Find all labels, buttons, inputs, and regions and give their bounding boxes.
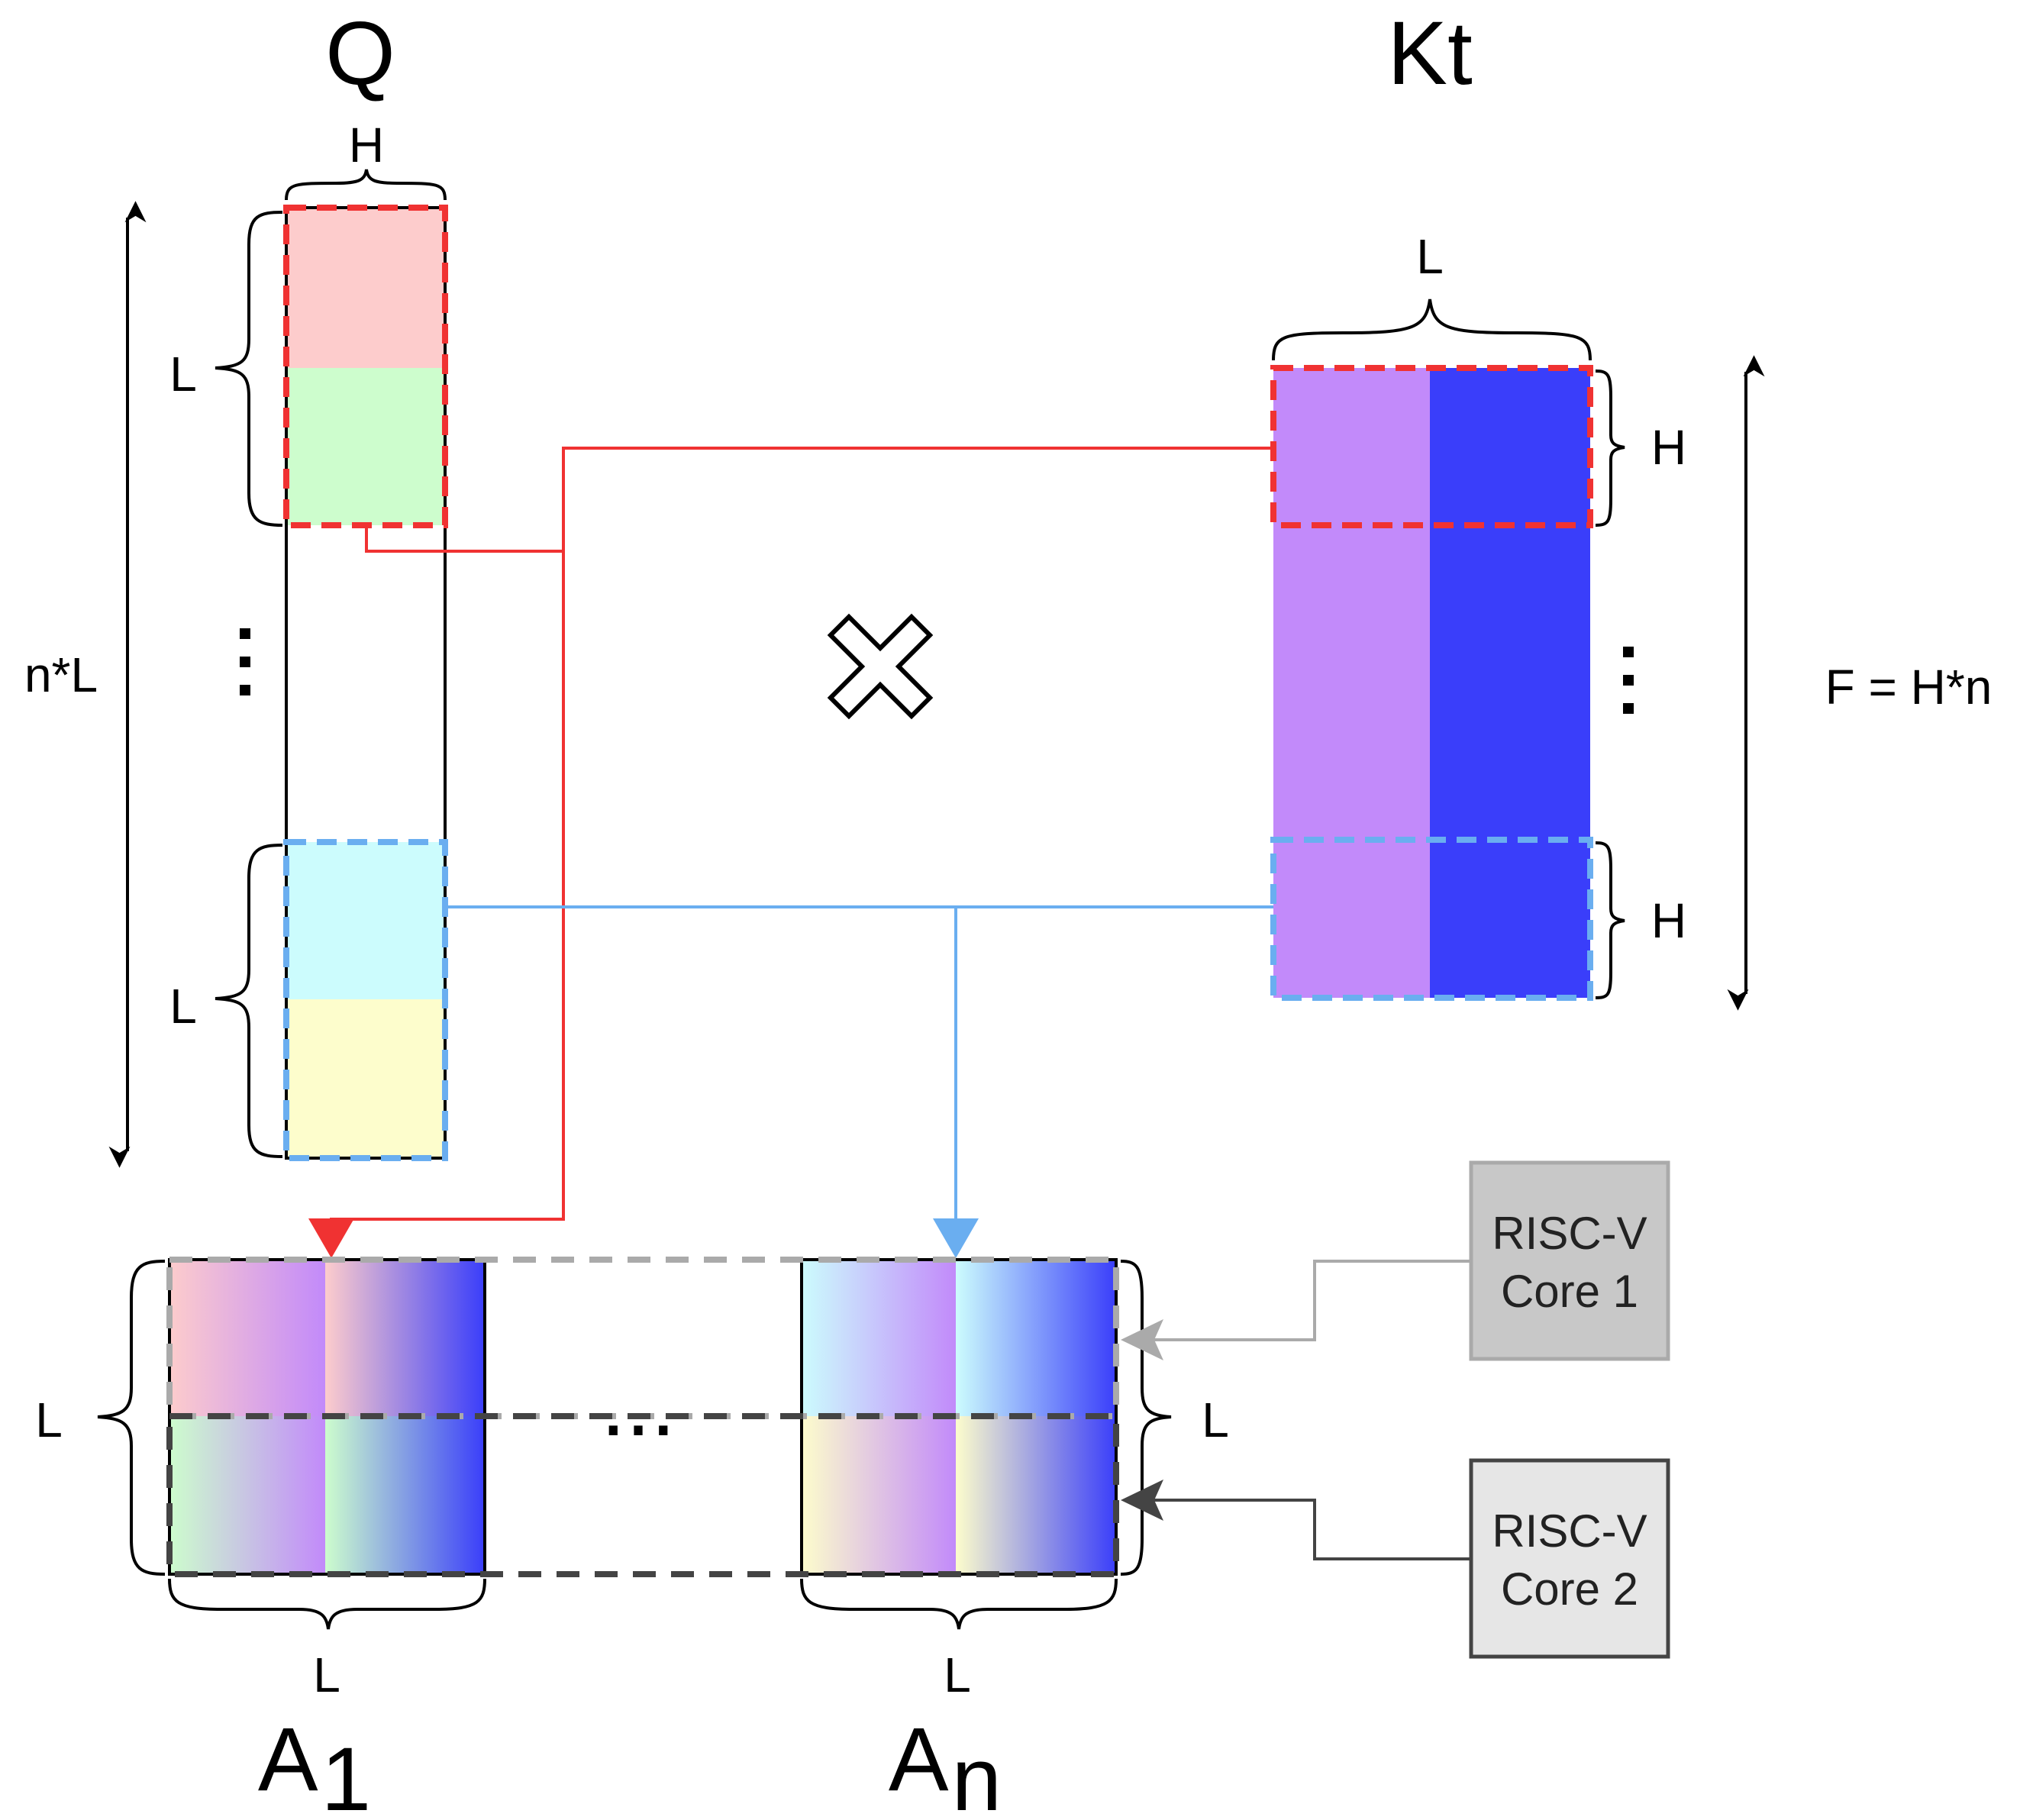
q-block1-top	[286, 208, 445, 368]
core1-box	[1469, 1160, 1670, 1361]
a1-matrix	[168, 1258, 486, 1576]
kt-left-column	[1273, 368, 1430, 998]
kt-brace-bottom	[1595, 841, 1625, 999]
an-brace-bottom	[800, 1578, 1118, 1630]
red-path-q	[365, 525, 563, 553]
q-block2-top	[286, 842, 445, 999]
an-cell-r1c2	[956, 1260, 1116, 1416]
kt-block-bottom-label: H	[1651, 893, 1686, 948]
a1-height-label: L	[35, 1392, 63, 1447]
core2-label-line2: Core 2	[1501, 1563, 1638, 1615]
an-matrix	[800, 1258, 1118, 1576]
q-block-top-label: L	[169, 347, 197, 402]
core2-connector	[1153, 1499, 1471, 1560]
core1-arrowhead	[1121, 1319, 1163, 1360]
risc-v-core-2: RISC-V Core 2	[1469, 1458, 1670, 1659]
q-title: Q	[325, 3, 395, 104]
core1-connector	[1153, 1260, 1471, 1341]
blue-arrowhead	[933, 1218, 979, 1258]
a1-cell-r2c1	[169, 1416, 325, 1574]
kt-blue-selection	[1270, 837, 1593, 1001]
kt-right-column	[1430, 368, 1590, 998]
q-block-bottom-label: L	[169, 979, 197, 1034]
risc-v-core-1: RISC-V Core 1	[1469, 1160, 1670, 1361]
multiply-icon	[827, 613, 934, 720]
core1-label-line1: RISC-V	[1492, 1208, 1647, 1259]
q-matrix	[283, 205, 448, 1161]
a1-cell-r1c2	[325, 1260, 485, 1416]
kt-matrix	[1270, 365, 1593, 1001]
q-vertical-dots	[240, 628, 250, 695]
core1-label-line2: Core 1	[1501, 1266, 1638, 1317]
red-path-kt-to-a1	[330, 447, 1273, 1235]
q-width-brace	[285, 169, 447, 201]
core2-box	[1469, 1458, 1670, 1659]
red-arrowhead	[308, 1218, 354, 1258]
q-width-label: H	[349, 118, 384, 173]
kt-brace-top	[1595, 369, 1625, 527]
an-cell-r2c2	[956, 1416, 1116, 1574]
core2-row-outline	[166, 1413, 1119, 1577]
kt-block-top-label: H	[1651, 420, 1686, 475]
an-brace-right	[1120, 1260, 1172, 1576]
core2-label-line1: RISC-V	[1492, 1505, 1647, 1557]
an-title: An	[889, 1709, 1002, 1820]
kt-span-label: F = H*n	[1825, 660, 1993, 715]
q-span-label: n*L	[24, 647, 98, 702]
q-brace-top	[215, 211, 283, 527]
q-block2-bottom	[286, 999, 445, 1158]
kt-width-label: L	[1416, 229, 1444, 284]
between-outputs-ellipsis: ...	[601, 1354, 676, 1455]
q-block1-bottom	[286, 368, 445, 525]
an-height-label: L	[1202, 1392, 1229, 1447]
kt-width-brace	[1272, 298, 1592, 361]
core2-arrowhead	[1121, 1480, 1163, 1521]
a1-brace-bottom	[168, 1578, 486, 1630]
a1-cell-r2c2	[325, 1416, 485, 1574]
a1-title: A1	[258, 1709, 371, 1820]
q-brace-bottom	[215, 844, 283, 1158]
kt-vertical-dots	[1623, 647, 1634, 714]
an-cell-r2c1	[802, 1416, 956, 1574]
kt-title: Kt	[1387, 3, 1473, 104]
an-cell-r1c1	[802, 1260, 956, 1416]
q-blue-selection	[283, 839, 448, 1161]
a1-cell-r1c1	[169, 1260, 325, 1416]
an-width-label: L	[944, 1647, 971, 1702]
a1-width-label: L	[313, 1647, 340, 1702]
a1-brace-left	[97, 1260, 166, 1576]
